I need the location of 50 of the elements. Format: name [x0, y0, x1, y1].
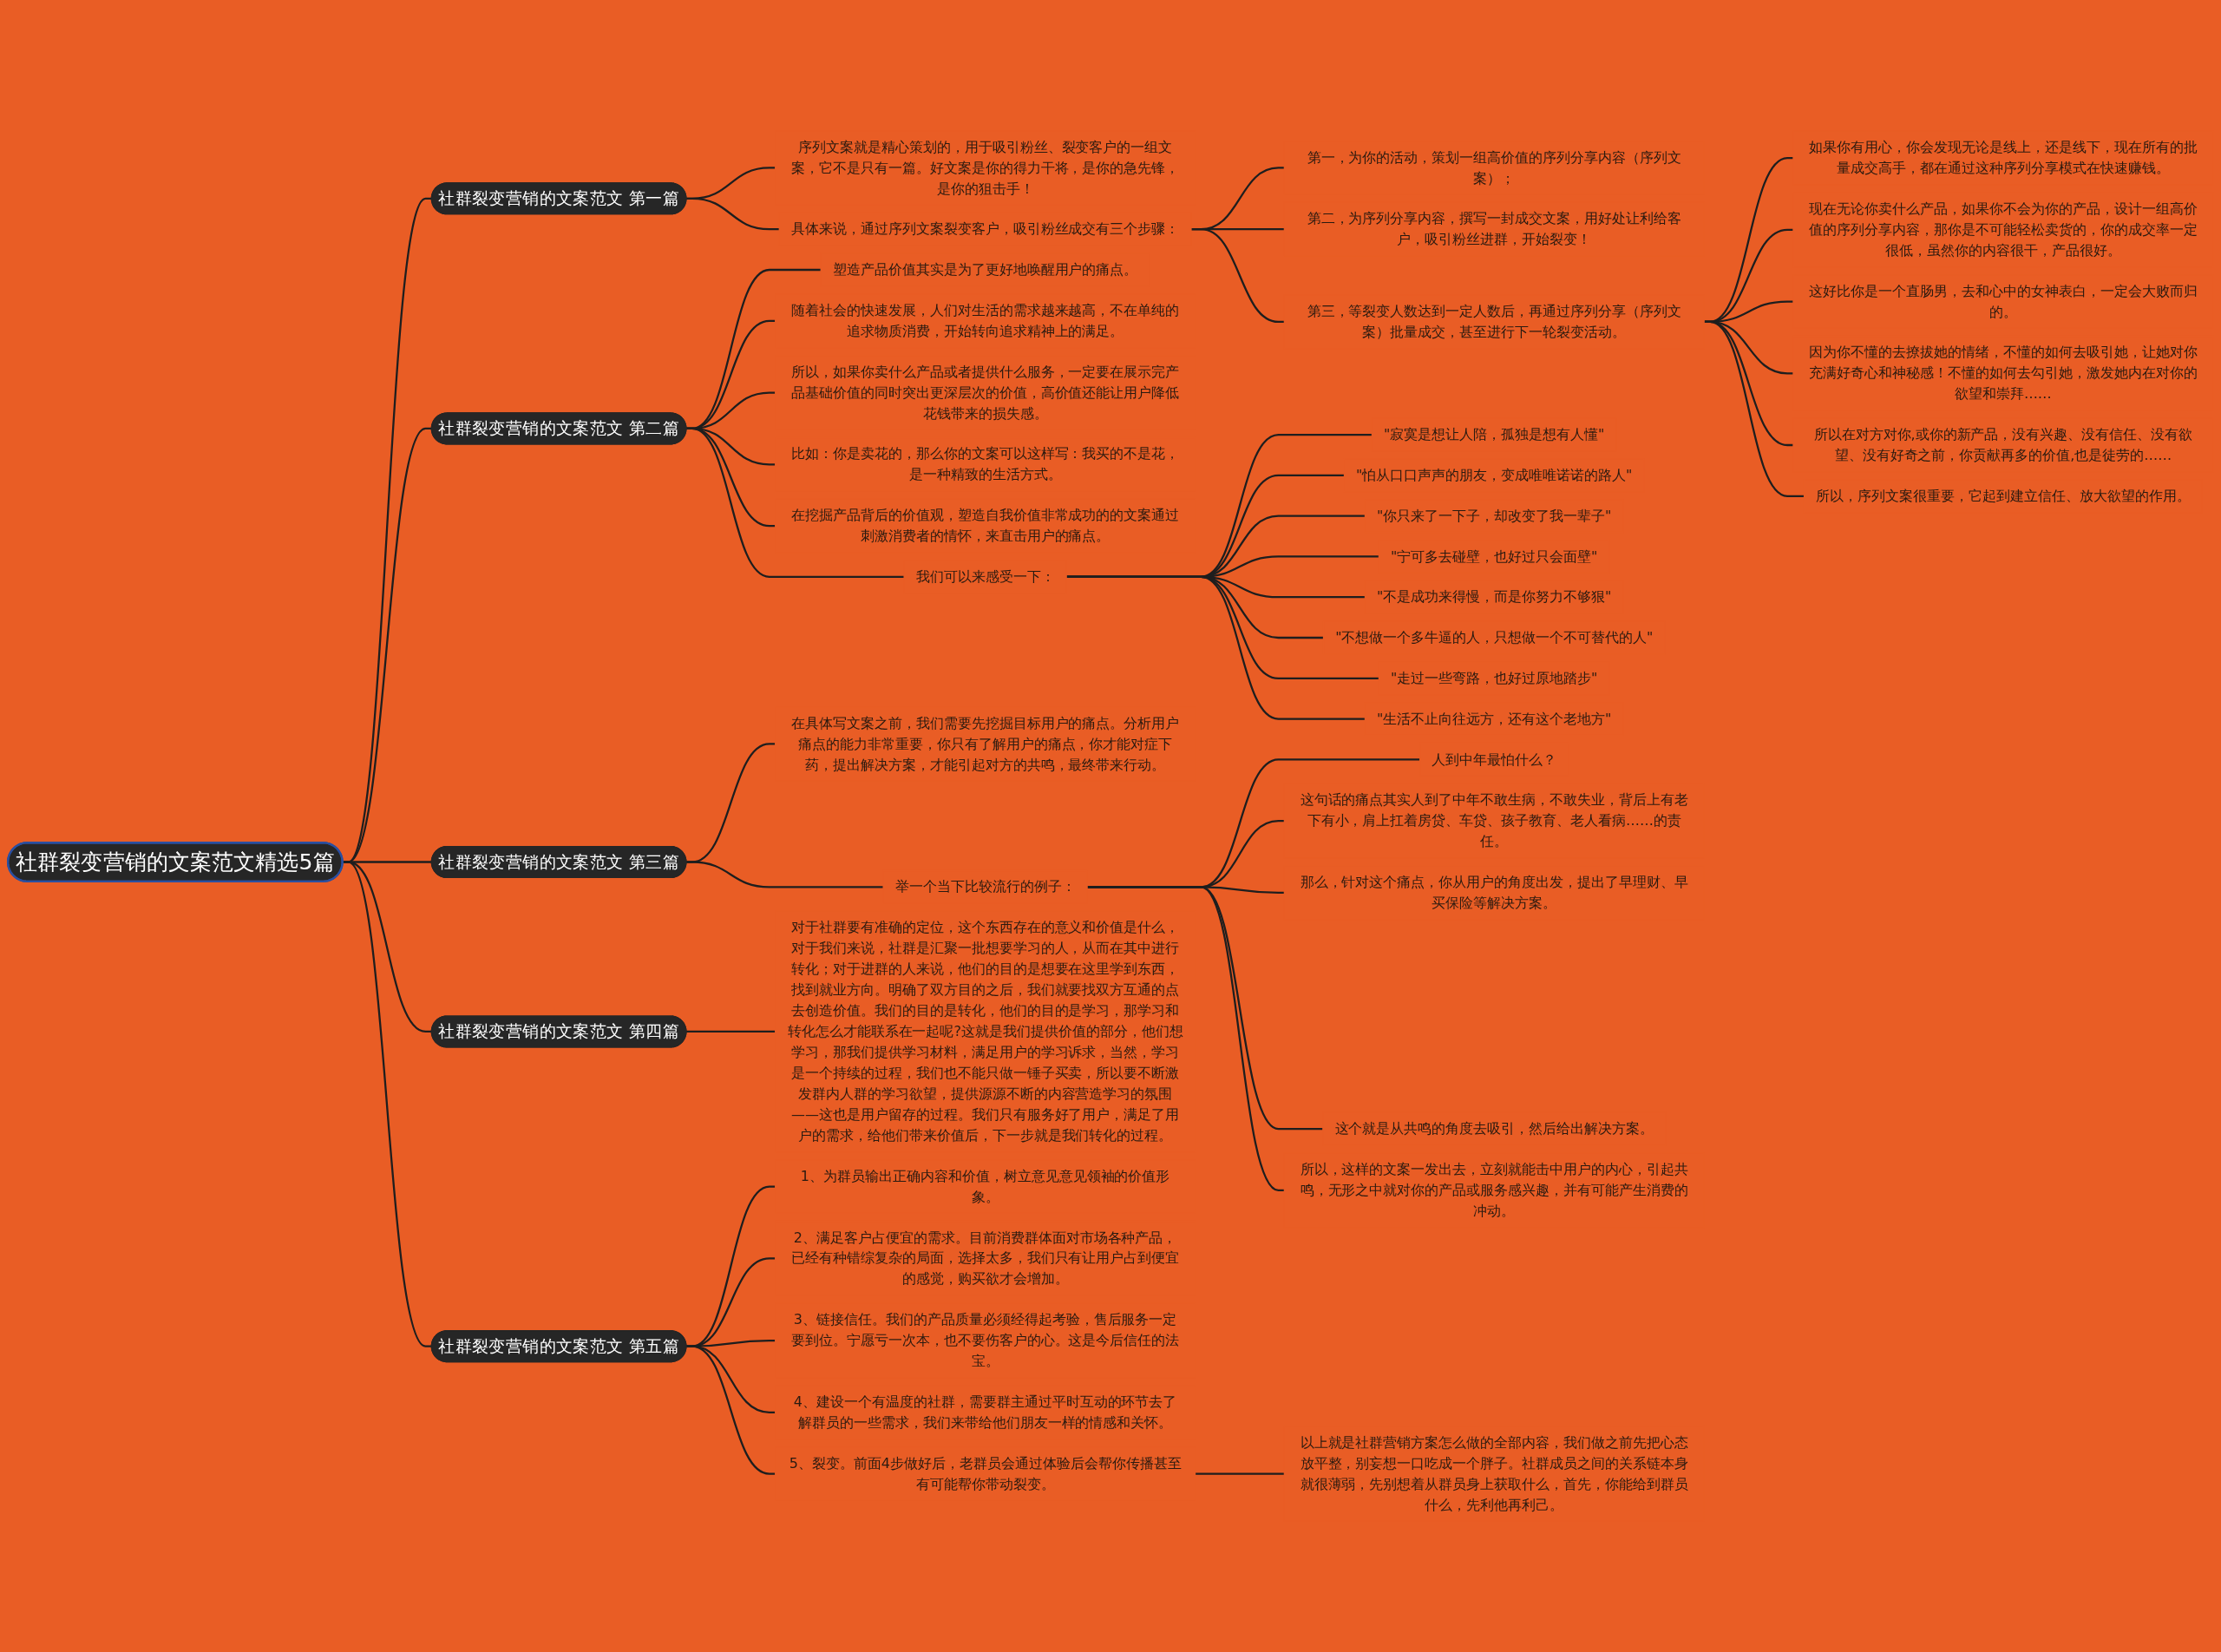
node-text: 第二，为序列分享内容，撰写一封成交文案，用好处让利给客户，吸引粉丝进群，开始裂变！	[1307, 210, 1681, 247]
node-text: 人到中年最怕什么？	[1432, 751, 1557, 767]
node-text: 5、裂变。前面4步做好后，老群员会通过体验后会帮你传播甚至有可能帮你带动裂变。	[789, 1454, 1182, 1492]
node-text: 3、链接信任。我们的产品质量必须经得起考验，售后服务一定要到位。宁愿亏一次本，也不要伤客户的心。这是今后信任的法宝。	[790, 1311, 1180, 1369]
node-text: 我们可以来感受一下：	[915, 568, 1055, 585]
node-text: 因为你不懂的去撩拔她的情绪，不懂的如何去吸引她，让她对你充满好奇心和神秘感！不懂的如何去勾引她，激发她内在对你的欲望和崇拜……	[1809, 344, 2198, 402]
node-text: "生活不止向往远方，还有这个老地方"	[1377, 710, 1612, 727]
connector	[1191, 228, 1285, 324]
node-text: "寂寞是想让人陪，孤独是想有人懂"	[1384, 426, 1605, 442]
connector	[685, 427, 905, 578]
node-text: 那么，针对这个痛点，你从用户的角度出发，提出了早理财、早买保险等解决方案。	[1300, 874, 1688, 911]
node-text: "你只来了一下子，却改变了我一辈子"	[1377, 507, 1612, 524]
node-text: 这句话的痛点其实人到了中年不敢生病，不敢失业，背后上有老下有小，肩上扛着房贷、车贷、孩子教育、老人看病……的责任。	[1300, 791, 1688, 849]
node-text: 以上就是社群营销方案怎么做的全部内容，我们做之前先把心态放平整，别妄想一口吃成一个胖子。社群成员之间的关系链本身就很薄弱，先别想着从群员身上获取什么，首先，你能给到群员什么，先利他再利己。	[1300, 1433, 1688, 1513]
node-text: 序列文案就是精心策划的，用于吸引粉丝、裂变客户的一组文案，它不是只有一篇。好文案是你的得力干将，是你的急先锋，是你的狙击手！	[790, 138, 1180, 196]
connector	[685, 197, 780, 231]
connector	[685, 1030, 776, 1033]
node-text: "怕从口口声声的朋友，变成唯唯诺诺的路人"	[1356, 467, 1633, 483]
node-text: 所以，如果你卖什么产品或者提供什么服务，一定要在展示完产品基础价值的同时突出更深层次的价值，高价值还能让用户降低花钱带来的损失感。	[790, 363, 1180, 422]
node-text: "宁可多去碰壁，也好过只会面壁"	[1391, 547, 1598, 564]
connector	[1066, 575, 1366, 720]
node-text: 现在无论你卖什么产品，如果你不会为你的产品，设计一组高价值的序列分享内容，那你是不可能轻松卖货的，你的成交率一定很低，虽然你的内容很干，产品很好。	[1809, 200, 2198, 259]
node-text: "走过一些弯路，也好过原地踏步"	[1391, 670, 1598, 686]
connector	[342, 861, 432, 1347]
node-text: 塑造产品价值其实是为了更好地唤醒用户的痛点。	[832, 261, 1138, 278]
node-text: 比如：你是卖花的，那么你的文案可以这样写：我买的不是花，是一种精致的生活方式。	[790, 445, 1180, 482]
node-text: 对于社群要有准确的定位，这个东西存在的意义和价值是什么，对于我们来说，社群是汇聚一批想要学习的人，从而在其中进行转化；对于进群的人来说，他们的目的是想要在这里学到东西，找到就业方向。明确了双方目的之后，我们就要找双方互通的点去创造价值。我们的目的是转化，他们的目的是学习，那学习和转化怎么才能联系在一起呢?这就是我们提供价值的部分，他们想学习，那我们提供学习材料，满足用户的学习诉求，当然，学习是一个持续的过程，我们也不能只做一锤子买卖，所以要不断激发群内人群的学习欲望，提供源源不断的内容营造学习的氛围——这也是用户留存的过程。我们只有服务好了用户，满足了用户的需求，给他们带来价值后，下一步就是我们转化的过程。	[787, 919, 1183, 1144]
node-text: 1、为群员输出正确内容和价值，树立意见意见领袖的价值形象。	[800, 1167, 1170, 1205]
node-text: 具体来说，通过序列文案裂变客户，吸引粉丝成交有三个步骤：	[790, 220, 1180, 237]
node-text: 所以，序列文案很重要，它起到建立信任、放大欲望的作用。	[1816, 488, 2191, 504]
node-text: 所以在对方对你,或你的新产品，没有兴趣、没有信任、没有欲望、没有好奇之前，你贡献再多的价值,也是徒劳的……	[1813, 426, 2193, 463]
node-text: 第一，为你的活动，策划一组高价值的序列分享内容（序列文案）；	[1307, 148, 1681, 186]
node-text: 在挖掘产品背后的价值观，塑造自我价值非常成功的的文案通过刺激消费者的情怀，来直击用户的痛点。	[790, 507, 1180, 544]
node-text: 2、满足客户占便宜的需求。目前消费群体面对市场各种产品，已经有种错综复杂的局面，选择太多，我们只有让用户占到便宜的感觉，购买欲才会增加。	[790, 1229, 1180, 1287]
node-text: 随着社会的快速发展，人们对生活的需求越来越高，不在单纯的追求物质消费，开始转向追求精神上的满足。	[790, 302, 1180, 339]
connector	[1087, 886, 1285, 1191]
connector	[685, 1345, 776, 1475]
node-text: 所以，这样的文案一发出去，立刻就能击中用户的内心，引起共鸣，无形之中就对你的产品或服务感兴趣，并有可能产生消费的冲动。	[1300, 1161, 1688, 1219]
node-text: 这好比你是一个直肠男，去和心中的女神表白，一定会大败而归的。	[1809, 282, 2198, 320]
connector	[1195, 1472, 1285, 1475]
node-text: "不想做一个多牛逼的人，只想做一个不可替代的人"	[1335, 629, 1654, 646]
node-text: 举一个当下比较流行的例子：	[894, 878, 1076, 895]
node-text: "不是成功来得慢，而是你努力不够狠"	[1377, 588, 1612, 605]
connector	[1704, 320, 1805, 497]
node-text: 第三，等裂变人数达到一定人数后，再通过序列分享（序列文案）批量成交，甚至进行下一轮裂变活动。	[1307, 303, 1681, 340]
node-text: 在具体写文案之前，我们需要先挖掘目标用户的痛点。分析用户痛点的能力非常重要，你只有了解用户的痛点，你才能对症下药，提出解决方案，才能引起对方的共鸣，最终带来行动。	[790, 714, 1180, 772]
node-text: 这个就是从共鸣的角度去吸引，然后给出解决方案。	[1334, 1120, 1654, 1137]
connector	[685, 861, 884, 888]
node-text: 如果你有用心，你会发现无论是线上，还是线下，现在所有的批量成交高手，都在通过这种序列分享模式在快速赚钱。	[1809, 139, 2198, 176]
node-text: 4、建设一个有温度的社群，需要群主通过平时互动的环节去了解群员的一些需求，我们来带给他们朋友一样的情感和关怀。	[793, 1393, 1177, 1431]
